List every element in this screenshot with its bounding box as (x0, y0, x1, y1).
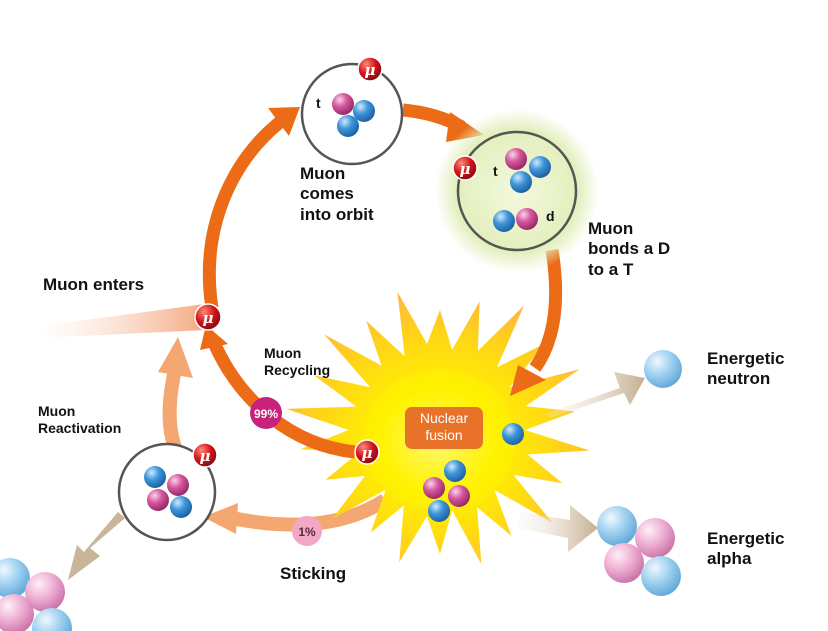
muon-entry-beam (40, 304, 205, 338)
orbit-atom-circle (300, 62, 404, 166)
ejected-helium-particle (0, 558, 72, 631)
recycling-percent-badge: 99% (250, 397, 282, 429)
energetic-alpha-label: Energetic alpha (707, 529, 785, 569)
muon-orbit-label: Muon comes into orbit (300, 164, 374, 224)
muon-reactivation-label: Muon Reactivation (38, 403, 122, 436)
energetic-alpha-particle (597, 506, 681, 596)
fusion-helium-nucleus (423, 460, 470, 522)
neutron-output-arrow (545, 372, 645, 418)
energetic-neutron-particle (644, 350, 682, 388)
svg-text:99%: 99% (254, 407, 278, 421)
triton-nucleus-orbit (332, 93, 375, 137)
muon-recycled: μ (354, 439, 380, 465)
triton-nucleus-molecule (505, 148, 551, 193)
muon-enters-label: Muon enters (43, 275, 145, 294)
stuck-helium-nucleus (144, 466, 192, 518)
svg-text:1%: 1% (298, 525, 316, 539)
deuteron-nucleus-molecule (493, 208, 538, 232)
muon-orbit: μ (357, 56, 383, 82)
svg-text:μ: μ (460, 160, 471, 178)
svg-text:μ: μ (365, 61, 376, 79)
triton-label-orbit: t (316, 95, 321, 111)
deuteron-label: d (546, 208, 555, 224)
energetic-neutron-label: Energetic neutron (707, 349, 785, 389)
muon-molecule: μ (452, 155, 478, 181)
sticking-percent-badge: 1% (292, 516, 322, 546)
muon-recycling-label: Muon Recycling (264, 345, 331, 378)
svg-text:μ: μ (362, 444, 373, 462)
alpha-output-arrow (518, 505, 598, 552)
svg-text:μ: μ (200, 447, 211, 465)
triton-label-molecule: t (493, 163, 498, 179)
muon-bonds-label: Muon bonds a D to a T (588, 219, 671, 279)
fusion-neutron (502, 423, 524, 445)
sticking-arrowhead (203, 503, 238, 534)
molecule-circle (456, 130, 578, 252)
stuck-output-arrow (68, 512, 125, 580)
muon-entry: μ (194, 303, 222, 331)
svg-text:μ: μ (203, 309, 214, 327)
sticking-label: Sticking (280, 564, 347, 583)
stuck-atom-circle (117, 442, 217, 542)
muon-stuck: μ (192, 442, 218, 468)
nuclear-fusion-label: Nuclear fusion (405, 407, 483, 449)
reactivation-arrowhead (158, 337, 193, 378)
